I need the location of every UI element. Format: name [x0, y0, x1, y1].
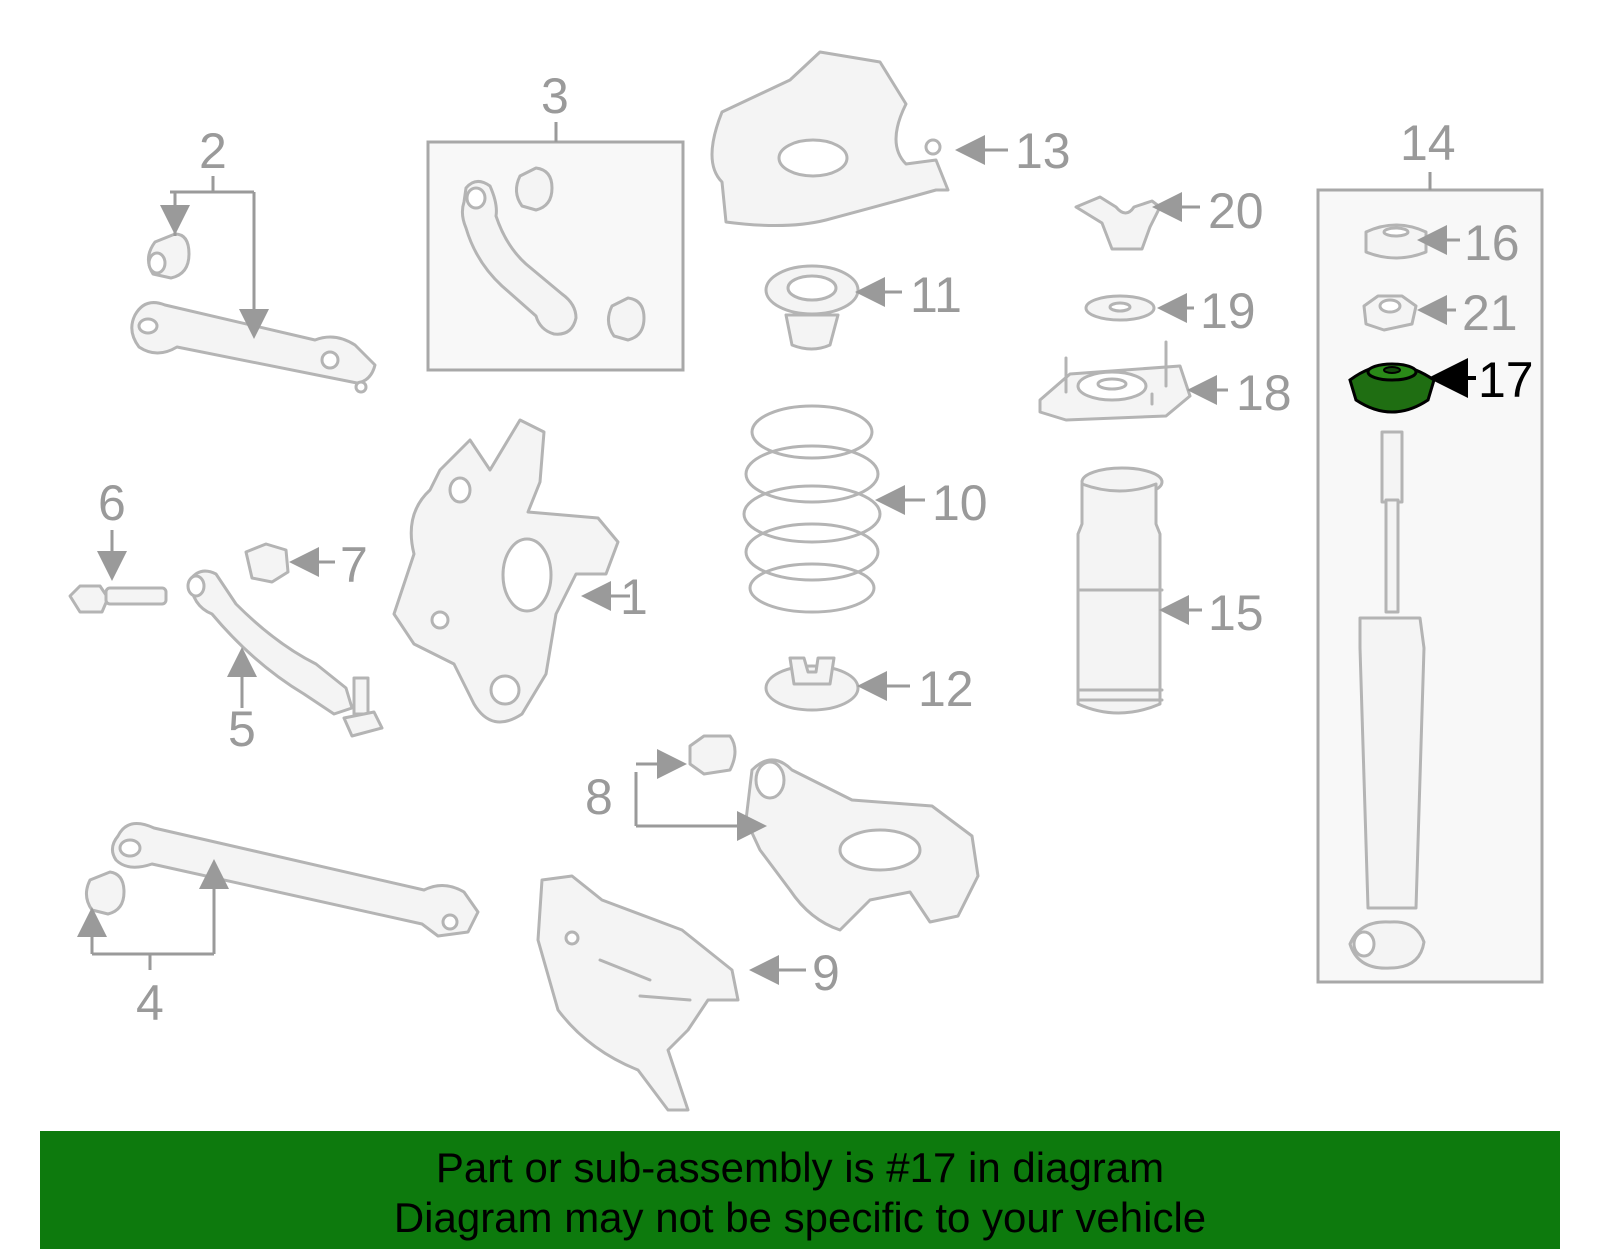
part-17-mount-bushing-highlighted[interactable] [1348, 362, 1436, 414]
info-banner: Part or sub-assembly is #17 in diagram D… [40, 1131, 1560, 1249]
callout-9: 9 [812, 945, 840, 1001]
callout-5: 5 [228, 701, 256, 757]
part-16-bushing[interactable] [1364, 223, 1428, 260]
callout-18: 18 [1236, 365, 1292, 421]
callout-10: 10 [932, 475, 988, 531]
part-3-assembly-box[interactable] [426, 140, 685, 372]
banner-line-1: Part or sub-assembly is #17 in diagram [435, 1144, 1165, 1191]
part-9-splash-shield[interactable] [536, 874, 740, 1112]
part-11-spring-insulator[interactable] [764, 264, 860, 351]
callout-15: 15 [1208, 585, 1264, 641]
callout-2: 2 [199, 123, 227, 179]
part-14-shock-absorber[interactable] [1348, 430, 1426, 970]
callout-6: 6 [98, 475, 126, 531]
callout-20: 20 [1208, 183, 1264, 239]
banner-line-2: Diagram may not be specific to your vehi… [393, 1194, 1207, 1241]
callout-13: 13 [1015, 123, 1071, 179]
part-8-lower-control-arm[interactable] [688, 734, 980, 932]
callout-4: 4 [136, 975, 164, 1031]
callout-3: 3 [541, 68, 569, 124]
callout-7: 7 [340, 537, 368, 593]
part-12-lower-insulator[interactable] [764, 656, 860, 712]
part-20-clip[interactable] [1074, 195, 1162, 251]
part-18-upper-mount[interactable] [1038, 340, 1192, 422]
callout-14: 14 [1400, 115, 1456, 171]
callout-19: 19 [1200, 283, 1256, 339]
callout-12: 12 [918, 661, 974, 717]
part-1-knuckle[interactable] [392, 418, 620, 724]
part-15-dust-boot[interactable] [1076, 466, 1164, 715]
part-13-spring-seat-bracket[interactable] [710, 50, 950, 228]
callout-21: 21 [1462, 285, 1518, 341]
callout-16: 16 [1464, 215, 1520, 271]
callout-1: 1 [620, 569, 648, 625]
callout-11: 11 [910, 267, 962, 323]
part-7-nut[interactable] [244, 542, 290, 584]
part-10-coil-spring[interactable] [742, 404, 882, 614]
part-2-lateral-link[interactable] [130, 232, 377, 394]
part-4-trailing-link[interactable] [85, 822, 480, 938]
callout-17: 17 [1478, 352, 1534, 408]
part-19-washer[interactable] [1084, 294, 1156, 322]
part-6-bolt[interactable] [68, 584, 168, 614]
part-5-toe-link[interactable] [186, 569, 384, 738]
part-21-nut[interactable] [1362, 294, 1418, 332]
part-3-upper-control-arm[interactable] [460, 166, 646, 342]
callout-8: 8 [585, 769, 613, 825]
